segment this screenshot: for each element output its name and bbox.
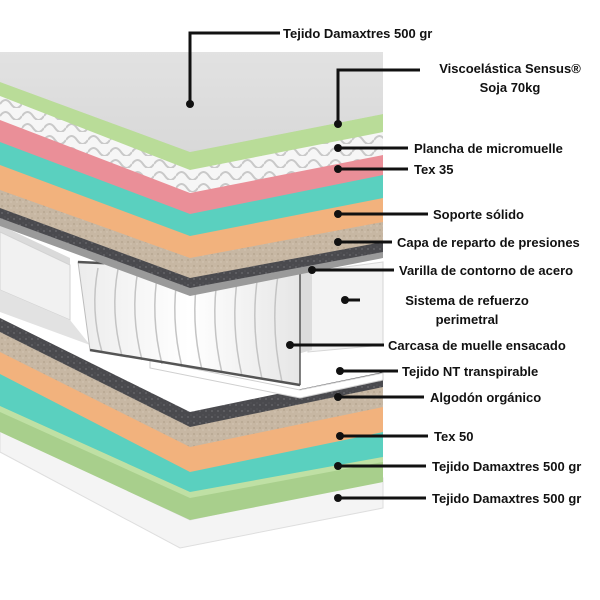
layer-plancha-micromuelle — [0, 95, 383, 193]
layer-bottom-felt — [0, 318, 383, 427]
label-capa-reparto: Capa de reparto de presiones — [397, 235, 580, 250]
label-viscoelastica: Viscoelástica Sensus® Soja 70kg — [425, 59, 595, 97]
label-carcasa-muelle: Carcasa de muelle ensacado — [388, 338, 566, 353]
label-tex-35: Tex 35 — [414, 162, 454, 177]
layer-micromuelle-pink — [0, 118, 383, 214]
layer-tex-35 — [0, 140, 383, 236]
layer-soporte-solido — [0, 162, 383, 258]
label-soporte-solido: Soporte sólido — [433, 207, 524, 222]
layer-bottom-green — [0, 410, 383, 520]
label-tex-50: Tex 50 — [434, 429, 474, 444]
label-sistema-refuerzo-line1: Sistema de refuerzo — [405, 293, 529, 308]
layer-algodon-organico — [0, 350, 383, 472]
layer-bottom-green-top — [0, 404, 383, 498]
layer-bottom-beige — [0, 330, 383, 447]
layer-tex-50 — [0, 372, 383, 492]
label-algodon-organico: Algodón orgánico — [430, 390, 542, 405]
layer-viscoelastica — [0, 80, 383, 170]
label-varilla-contorno: Varilla de contorno de acero — [399, 263, 574, 278]
label-tejido-damaxtres-mid: Tejido Damaxtres 500 gr — [432, 459, 582, 474]
label-sistema-refuerzo-line2: perimetral — [435, 312, 499, 327]
layer-tejido-nt — [149, 359, 384, 399]
label-viscoelastica-line1: Viscoelástica Sensus® — [439, 61, 581, 76]
steel-rod-bottom — [89, 348, 301, 387]
label-tejido-damaxtres-bottom: Tejido Damaxtres 500 gr — [432, 491, 582, 506]
label-plancha-micromuelle: Plancha de micromuelle — [414, 141, 563, 156]
label-sistema-refuerzo: Sistema de refuerzo perimetral — [392, 291, 542, 329]
layer-soporte-beige — [0, 188, 383, 278]
label-tejido-nt: Tejido NT transpirable — [402, 364, 539, 379]
leader-dots — [186, 100, 349, 502]
label-viscoelastica-line2: Soja 70kg — [479, 80, 541, 95]
layer-capa-reparto-edge — [0, 218, 383, 296]
label-tejido-damaxtres-top: Tejido Damaxtres 500 gr — [283, 26, 433, 41]
side-panel-left-top — [0, 225, 70, 265]
side-panel-right — [307, 261, 384, 353]
leader-lines — [188, 31, 428, 500]
side-panel-left-base — [0, 290, 90, 345]
